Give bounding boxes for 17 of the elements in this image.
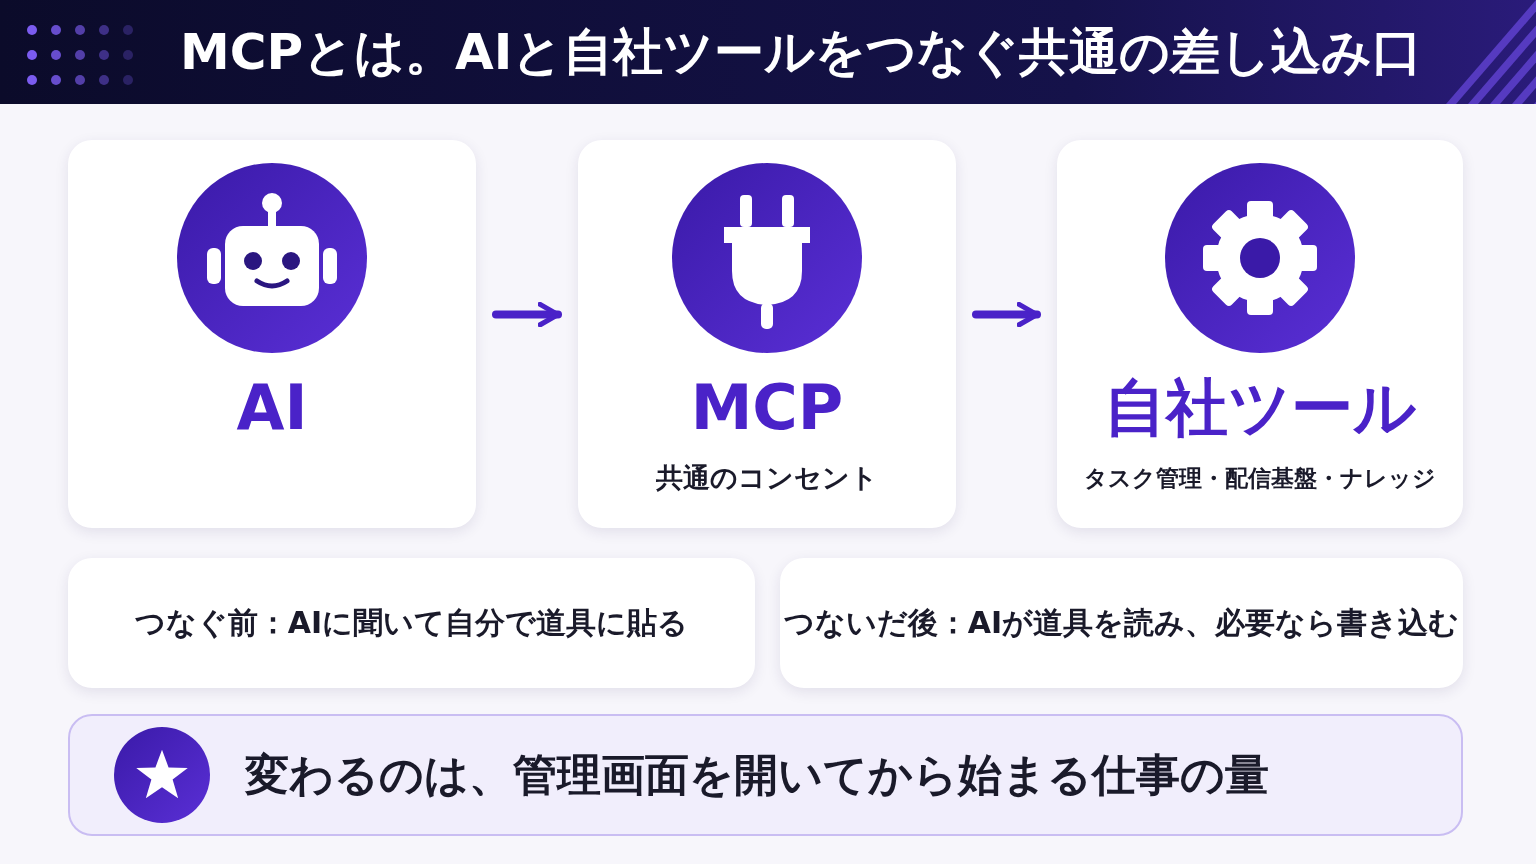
note-card <box>780 558 1463 688</box>
card-heading: MCP <box>689 370 845 446</box>
note-text: つなぐ前：AIに聞いて自分で道具に貼る <box>133 603 690 642</box>
card <box>578 140 956 528</box>
card-subtitle: タスク管理・配信基盤・ナレッジ <box>1083 464 1437 493</box>
card <box>1057 140 1463 528</box>
summary-text: 変わるのは、管理画面を開いてから始まる仕事の量 <box>245 747 1269 802</box>
card <box>68 140 476 528</box>
title: MCPとは。AIと自社ツールをつなぐ共通の差し込み口 <box>180 22 1423 82</box>
note-text: つないだ後：AIが道具を読み、必要なら書き込む <box>782 603 1461 642</box>
card-heading: 自社ツール <box>1103 370 1417 446</box>
note-card <box>68 558 755 688</box>
card-subtitle: 共通のコンセント <box>655 461 879 495</box>
card-heading: AI <box>235 370 309 446</box>
summary-banner <box>68 714 1463 836</box>
arrow <box>972 301 1041 328</box>
arrow <box>492 301 562 328</box>
